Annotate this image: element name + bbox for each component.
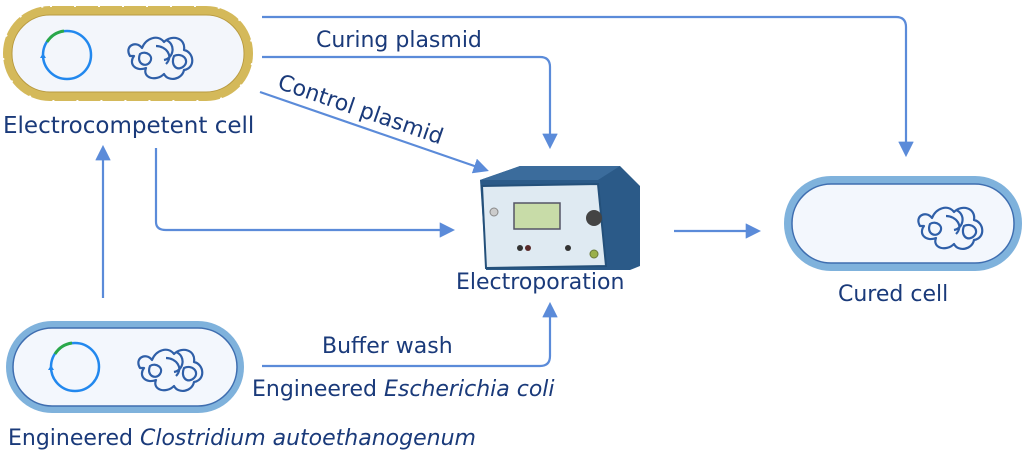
electrocompetent-cell [2,5,254,102]
arrow-competent-to-electroporation [154,148,456,238]
cured-cell-label: Cured cell [838,282,949,307]
electrocompetent-cell-label: Electrocompetent cell [3,113,255,139]
clostridium-label: Engineered Clostridium autoethanogenum [8,428,476,450]
electroporator-device [480,166,640,270]
ecoli-prefix: Engineered [252,377,384,402]
arrow-buffer-wash [262,301,558,368]
engineered-cell [6,321,244,413]
clostridium-prefix: Engineered [8,426,140,451]
electroporation-label: Electroporation [456,270,625,295]
arrow-control-plasmid [259,90,489,174]
ecoli-label: Engineered Escherichia coli [252,379,555,401]
clostridium-species: Clostridium autoethanogenum [140,426,476,451]
ecoli-species: Escherichia coli [384,377,555,402]
arrow-curing-plasmid [262,55,558,150]
arrow-competent-to-cured [262,15,914,158]
cured-cell [784,176,1022,271]
curing-plasmid-label: Curing plasmid [316,28,482,53]
buffer-wash-label: Buffer wash [322,334,453,359]
